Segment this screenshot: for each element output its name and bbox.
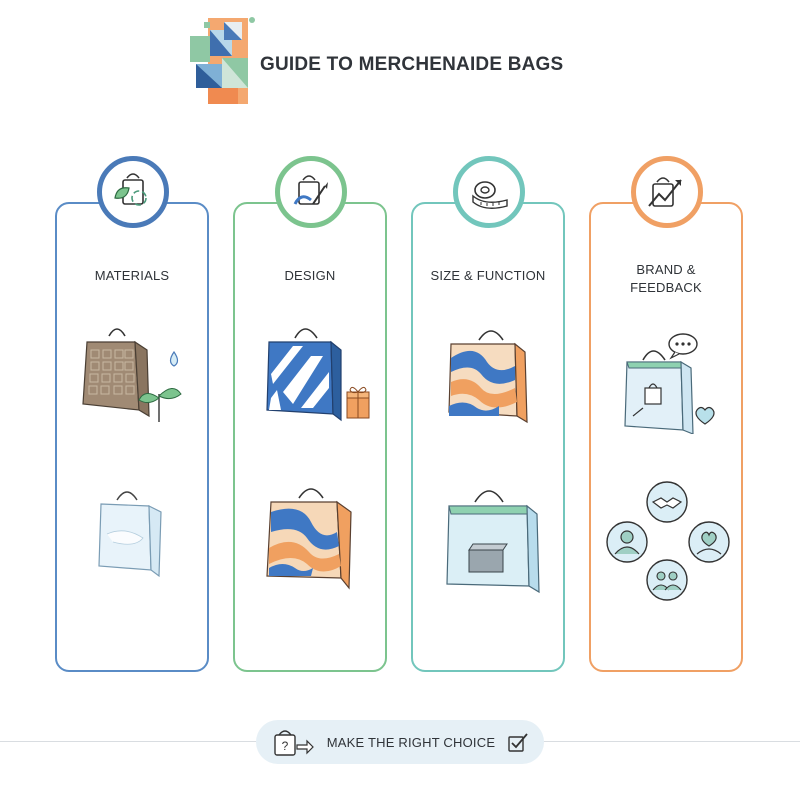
card-materials: MATERIALS: [55, 202, 209, 672]
card-label-size-function: SIZE & FUNCTION: [430, 268, 546, 283]
header: GUIDE TO MERCHENAIDE BAGS: [186, 16, 586, 106]
card-label-brand: BRAND &: [636, 262, 696, 277]
utility-tote-bag-illustration: [446, 490, 540, 594]
branded-bag-feedback-illustration: [624, 333, 715, 434]
kraft-bag-illustration: [82, 328, 182, 422]
tape-measure-icon: [453, 156, 525, 228]
person-icon: [606, 521, 648, 563]
wave-pattern-bag-illustration: [266, 488, 352, 590]
card-label-materials: MATERIALS: [94, 268, 170, 283]
cta-text: MAKE THE RIGHT CHOICE: [326, 734, 496, 750]
clear-plastic-bag-illustration: [98, 491, 162, 578]
svg-text:?: ?: [281, 739, 288, 753]
design-bag-icon: [275, 156, 347, 228]
page-title: GUIDE TO MERCHENAIDE BAGS: [260, 54, 564, 75]
logo-mosaic-icon: [190, 17, 255, 104]
card-label-design: DESIGN: [284, 268, 336, 283]
card-label-feedback: FEEDBACK: [630, 280, 702, 295]
card-size-function: SIZE & FUNCTION: [411, 202, 565, 672]
community-circles: [601, 480, 735, 604]
card-design: DESIGN: [233, 202, 387, 672]
card-brand-feedback: BRAND & FEEDBACK: [589, 202, 743, 672]
heart-person-icon: [688, 521, 730, 563]
growth-bag-icon: [631, 156, 703, 228]
cta-pill: ? MAKE THE RIGHT CHOICE: [256, 720, 544, 764]
question-bag-icon: ?: [274, 730, 314, 756]
curved-pattern-bag-illustration: [448, 330, 528, 424]
handshake-icon: [646, 481, 688, 523]
geometric-pattern-bag-illustration: [266, 328, 370, 422]
checkbox-icon: [508, 733, 528, 752]
eco-bag-icon: [97, 156, 169, 228]
people-pair-icon: [646, 559, 688, 601]
